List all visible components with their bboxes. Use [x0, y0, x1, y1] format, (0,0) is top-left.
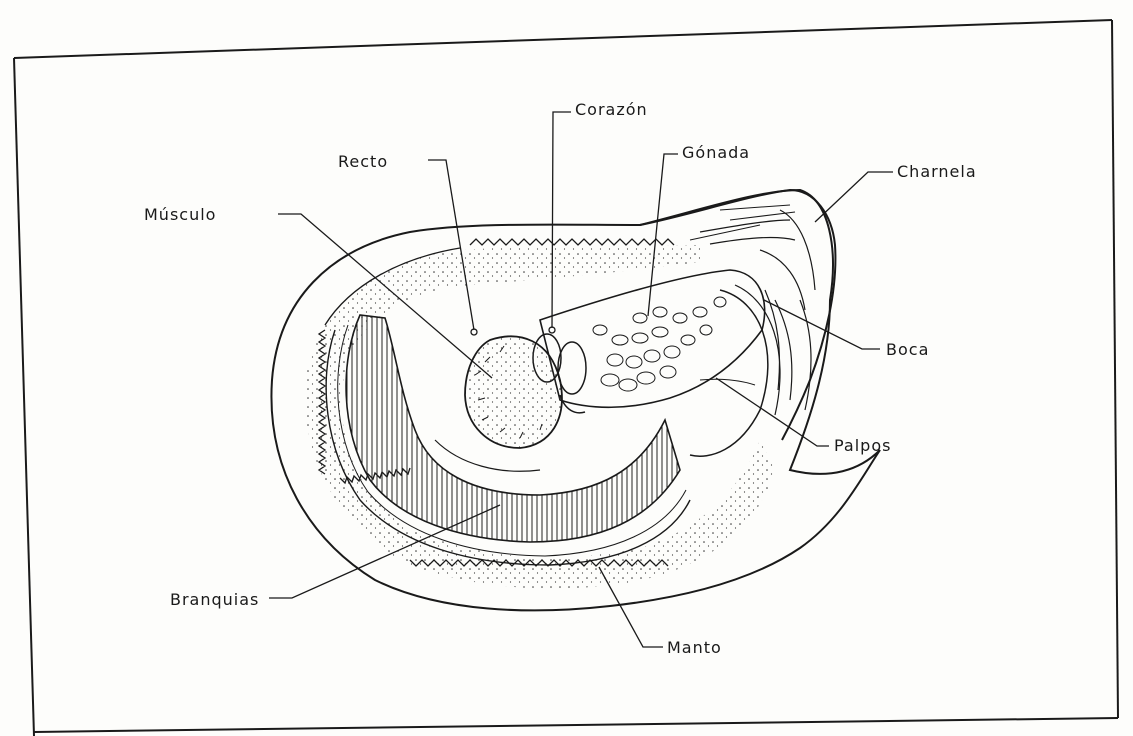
label-corazon: Corazón [575, 100, 648, 119]
label-boca: Boca [886, 340, 929, 359]
hinge-region [640, 190, 835, 440]
adductor-muscle [465, 336, 562, 448]
label-branquias: Branquias [170, 590, 259, 609]
label-gonada: Gónada [682, 143, 750, 162]
label-charnela: Charnela [897, 162, 977, 181]
label-recto: Recto [338, 152, 388, 171]
label-manto: Manto [667, 638, 722, 657]
label-musculo: Músculo [144, 205, 216, 224]
figure-border [14, 20, 1118, 736]
label-palpos: Palpos [834, 436, 891, 455]
